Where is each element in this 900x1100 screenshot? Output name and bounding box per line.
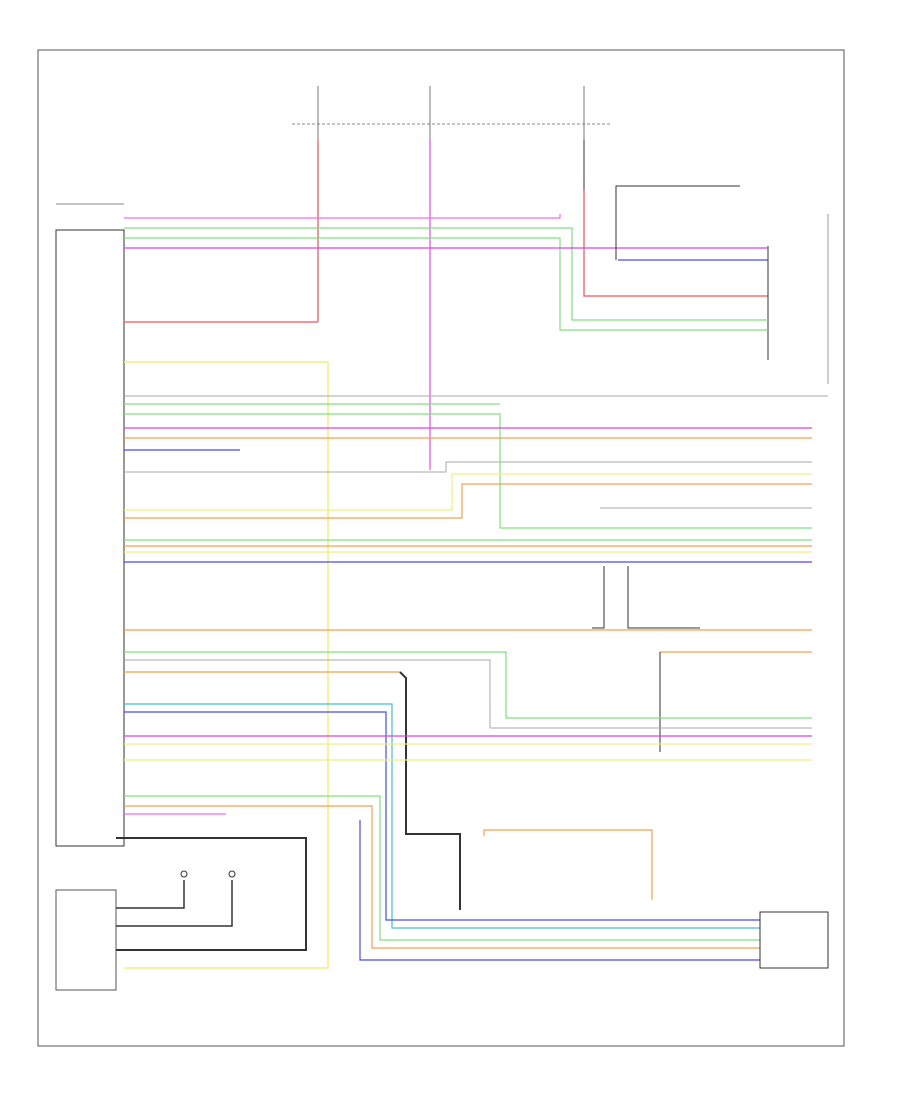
ground-icon	[180, 870, 188, 878]
wire-dark-bl-3	[116, 880, 233, 927]
wire-fuse3-red	[583, 190, 768, 297]
wire-blue-lower	[359, 820, 760, 961]
wire-green-mid-2	[124, 413, 812, 529]
wire-dark-bl-2	[116, 880, 185, 909]
wire-green-top-1	[124, 227, 768, 321]
wire-black-top	[615, 185, 740, 260]
main-module	[55, 203, 125, 847]
diagram-frame	[37, 49, 845, 1047]
wire-pink-top-1	[124, 214, 561, 219]
wire-gray-sw	[124, 659, 812, 729]
wire-yellow-mid-1	[124, 473, 812, 511]
wire-dark-cs-2	[627, 566, 700, 629]
bottom-left-module	[55, 889, 117, 991]
wire-green-top-2	[124, 237, 768, 331]
wire-cyan-audio	[124, 703, 760, 929]
wire-gray-2	[124, 461, 812, 473]
wire-green-sw	[124, 651, 812, 719]
wire-orange-harness	[483, 829, 653, 900]
ground-icon	[228, 870, 236, 878]
wire-dark-sw	[399, 671, 461, 910]
wire-orange-mid-2	[124, 483, 812, 519]
right-module-top	[767, 214, 829, 384]
wire-green-lower	[124, 795, 760, 941]
wire-blue-audio	[124, 711, 760, 921]
wire-dark-cs-1	[592, 566, 605, 629]
wire-dark-bl-1	[116, 837, 307, 951]
wire-yellow-main	[124, 361, 329, 969]
wire-orange-lower	[124, 805, 760, 949]
bottom-right-module	[759, 911, 829, 969]
